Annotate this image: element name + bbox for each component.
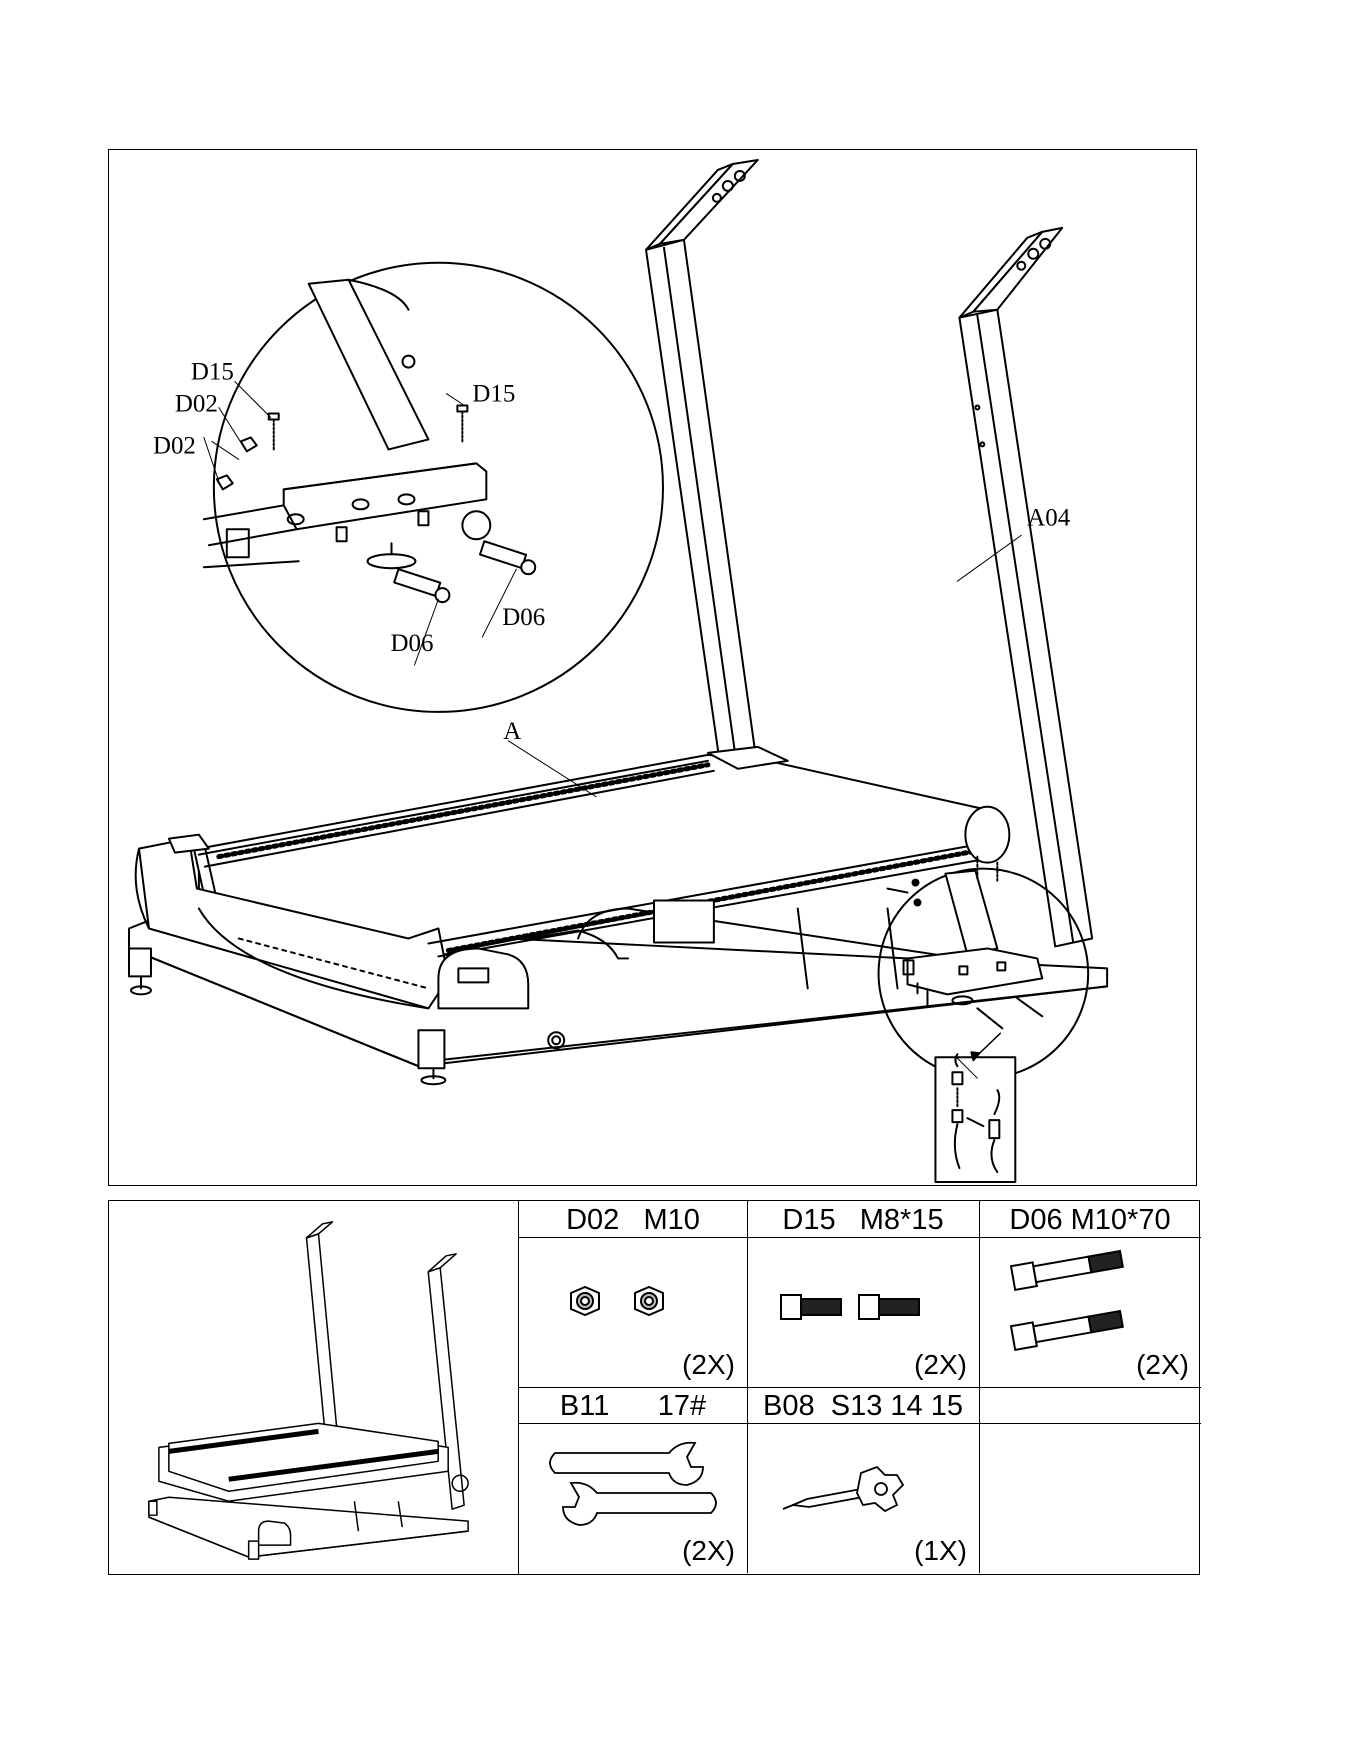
part-cell-b11: (2X) <box>519 1423 747 1573</box>
callout-d15-right: D15 <box>472 381 515 408</box>
part-cell-d15: (2X) <box>747 1237 979 1387</box>
part-code-spec: D02 M10 <box>519 1204 747 1237</box>
part-cell-b08: (1X) <box>747 1423 979 1573</box>
part-code-spec: B08 S13 14 15 <box>747 1390 979 1423</box>
callout-frame: A <box>503 718 521 745</box>
callout-d02-upper: D02 <box>175 390 218 417</box>
assembled-treadmill-thumbnail <box>109 1201 518 1574</box>
part-cell-d06: (2X) <box>979 1237 1201 1387</box>
part-cell-empty <box>979 1423 1201 1573</box>
part-header-empty <box>979 1387 1201 1423</box>
treadmill-assembly-drawing: D15 D02 D02 D15 D06 D06 A A04 <box>109 150 1196 1185</box>
part-header-d06: D06 M10*70 <box>979 1201 1201 1237</box>
part-qty: (2X) <box>682 1349 735 1381</box>
assembled-preview <box>109 1201 519 1574</box>
part-header-b08: B08 S13 14 15 <box>747 1387 979 1423</box>
wire-connector-inset <box>935 1033 1015 1182</box>
part-qty: (1X) <box>914 1535 967 1567</box>
assembly-diagram: D15 D02 D02 D15 D06 D06 A A04 <box>108 149 1197 1186</box>
part-code-spec: D15 M8*15 <box>747 1204 979 1237</box>
part-header-b11: B11 17# <box>519 1387 747 1423</box>
part-cell-d02: (2X) <box>519 1237 747 1387</box>
part-code-spec: D06 M10*70 <box>979 1204 1201 1237</box>
callout-upright: A04 <box>1027 504 1070 531</box>
callout-d06-left: D06 <box>391 630 434 657</box>
part-header-d15: D15 M8*15 <box>747 1201 979 1237</box>
callout-d02-lower: D02 <box>153 432 196 459</box>
parts-table: D02 M10 D15 M8*15 D06 M10*70 (2X) (2X) <box>108 1200 1200 1575</box>
part-qty: (2X) <box>1136 1349 1189 1381</box>
callout-d06-right: D06 <box>502 604 545 631</box>
part-qty: (2X) <box>914 1349 967 1381</box>
part-qty: (2X) <box>682 1535 735 1567</box>
part-code-spec: B11 17# <box>519 1390 747 1423</box>
callout-d15-left: D15 <box>191 359 234 386</box>
part-header-d02: D02 M10 <box>519 1201 747 1237</box>
